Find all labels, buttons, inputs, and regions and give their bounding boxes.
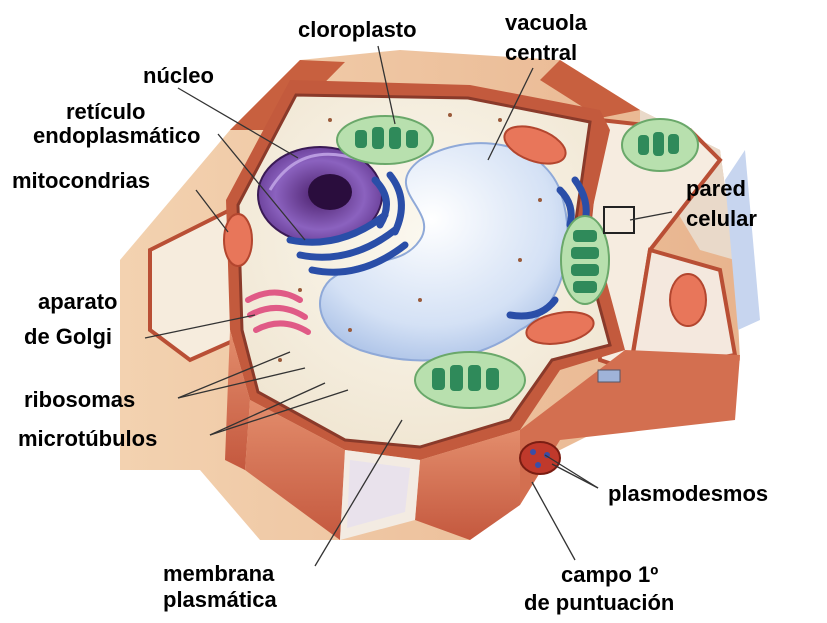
label-er-line1: retículo — [66, 100, 145, 124]
label-cell-wall-line1: pared — [686, 177, 746, 201]
label-pit-field-line1: campo 1º — [561, 563, 658, 587]
label-microtubules: microtúbulos — [18, 427, 157, 451]
label-er-line2: endoplasmático — [33, 124, 200, 148]
label-vacuole-line1: vacuola — [505, 11, 587, 35]
label-membrane-line1: membrana — [163, 562, 274, 586]
label-golgi-line1: aparato — [38, 290, 117, 314]
label-plasmodesmata: plasmodesmos — [608, 482, 768, 506]
label-membrane-line2: plasmática — [163, 588, 277, 612]
label-ribosomes: ribosomas — [24, 388, 135, 412]
label-mitochondria: mitocondrias — [12, 169, 150, 193]
label-golgi-line2: de Golgi — [24, 325, 112, 349]
label-cell-wall-line2: celular — [686, 207, 757, 231]
label-pit-field-line2: de puntuación — [524, 591, 674, 615]
label-nucleus: núcleo — [143, 64, 214, 88]
label-vacuole-line2: central — [505, 41, 577, 65]
label-chloroplast: cloroplasto — [298, 18, 417, 42]
